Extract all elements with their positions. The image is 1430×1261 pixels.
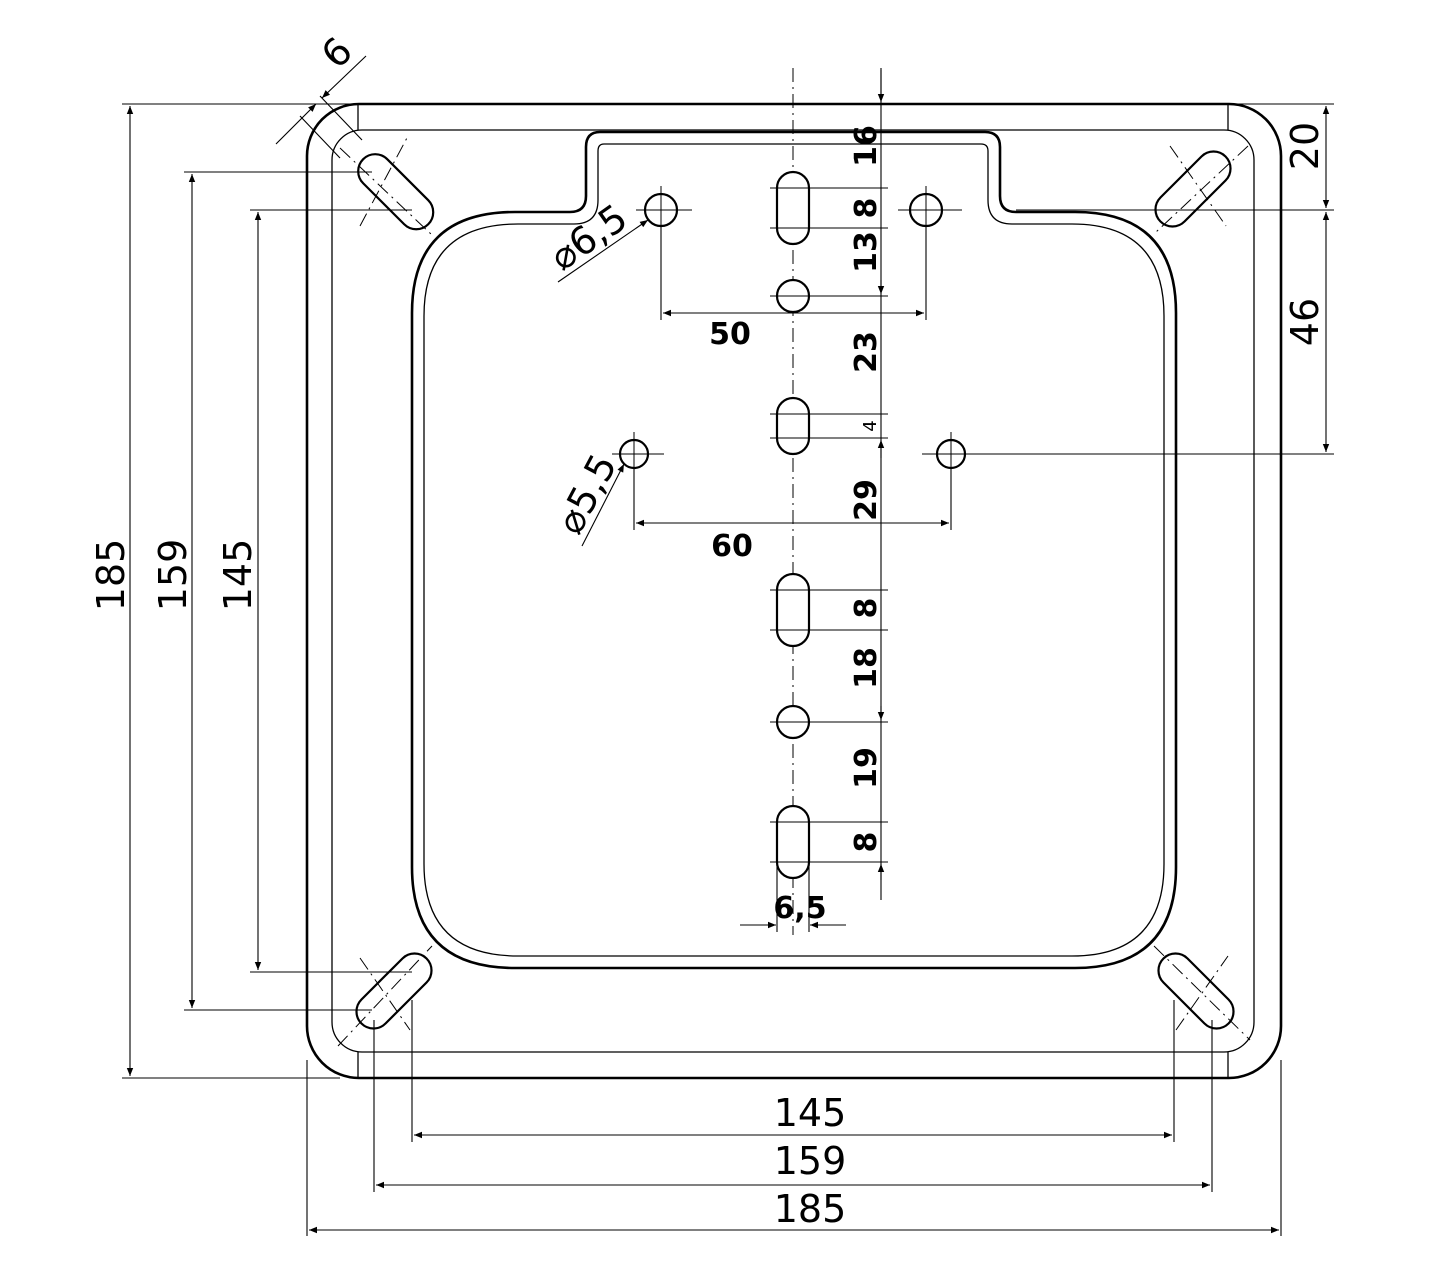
label-hole-dia-large: ⌀6,5 [542,195,635,279]
label-spacing-50: 50 [709,317,751,352]
dim-overall-width [306,1060,1282,1236]
center-slot-4 [770,804,816,880]
hole-6-5-right [898,186,962,236]
dim-slot-outer-width [373,1020,1213,1192]
hole-center-upper [770,278,816,314]
label-hole-dia-small: ⌀5,5 [548,447,626,541]
corner-slot-top-left [339,135,435,236]
label-top-offset: 20 [1283,122,1327,170]
inner-cutout [410,130,1178,970]
label-v-29: 29 [849,479,884,521]
label-v-23: 23 [849,331,884,373]
dim-spacing-50 [660,226,927,320]
dim-side-offset [980,212,1334,455]
label-v-8c: 8 [849,832,884,853]
leader-hole-5-5 [581,463,625,547]
label-v-19: 19 [849,747,884,789]
corner-slot-top-right [1154,145,1249,233]
corner-slot-bottom-right [1153,945,1251,1041]
corner-slot-bottom-left [337,945,433,1047]
hole-5-5-right [922,432,982,478]
center-slot-1 [770,170,816,246]
label-slot-outer-height: 159 [151,539,195,612]
label-corner-slot-width: 6 [313,29,361,77]
dim-overall-height [122,103,355,1079]
center-slot-3 [770,572,816,648]
label-center-slot-width: 6,5 [773,891,826,926]
dim-spacing-60 [633,468,952,530]
label-v-13: 13 [849,231,884,273]
dim-slot-inner-height [250,209,412,973]
label-v-4: 4 [860,420,881,431]
dim-slot-outer-height [184,171,372,1011]
label-v-18: 18 [849,647,884,689]
label-side-offset: 46 [1283,298,1327,346]
label-overall-height: 185 [89,539,133,612]
label-slot-inner-height: 145 [216,539,260,612]
label-slot-inner-width: 145 [774,1091,847,1135]
label-v-16: 16 [849,125,884,167]
dim-slot-inner-width [411,1000,1175,1142]
hole-center-lower [770,704,816,740]
label-spacing-60: 60 [711,529,753,564]
hole-6-5-left [636,186,692,236]
center-slot-2 [770,396,816,456]
dim-top-offset [1016,103,1334,211]
label-v-8a: 8 [849,198,884,219]
label-overall-width: 185 [774,1187,847,1231]
dim-center-chain [810,68,888,900]
leader-hole-6-5 [557,219,649,283]
label-slot-outer-width: 159 [774,1139,847,1183]
label-v-8b: 8 [849,598,884,619]
dim-corner-slot-width [275,55,367,159]
dim-center-slot-width [740,850,846,932]
hole-5-5-left [612,432,664,478]
